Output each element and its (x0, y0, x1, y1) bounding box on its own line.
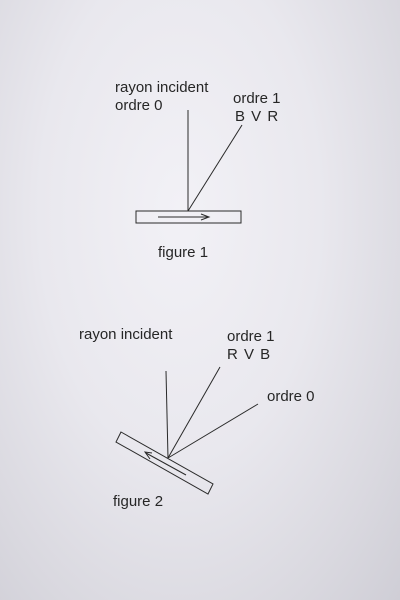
figure-1-order0-label: ordre 0 (115, 97, 163, 114)
figure-1-drawing (135, 110, 243, 224)
figure-2-colors-label: R V B (227, 346, 272, 363)
figure-1-incident-label: rayon incident (115, 79, 209, 96)
figure-1-colors-label: B V R (235, 108, 280, 125)
figure-2-grating (115, 431, 214, 495)
figure-2-drawing (115, 366, 259, 495)
figure-2-order1-ray (167, 366, 221, 459)
figure-2-incident-ray (165, 370, 169, 459)
figure-2-order0-label: ordre 0 (267, 388, 315, 405)
figure-2-arrowhead (143, 451, 153, 460)
figure-2-caption: figure 2 (113, 493, 164, 510)
figure-1-order1-label: ordre 1 (233, 90, 281, 107)
figure-1-arrowhead (200, 213, 211, 221)
figure-1-caption: figure 1 (158, 244, 209, 261)
figure-1-order1-ray (187, 124, 243, 212)
figure-2-grating-direction-arrow (145, 452, 187, 476)
figure-2-order0-ray (167, 403, 259, 459)
figure-2-order1-label: ordre 1 (227, 328, 275, 345)
figure-2-incident-label: rayon incident (79, 326, 173, 343)
